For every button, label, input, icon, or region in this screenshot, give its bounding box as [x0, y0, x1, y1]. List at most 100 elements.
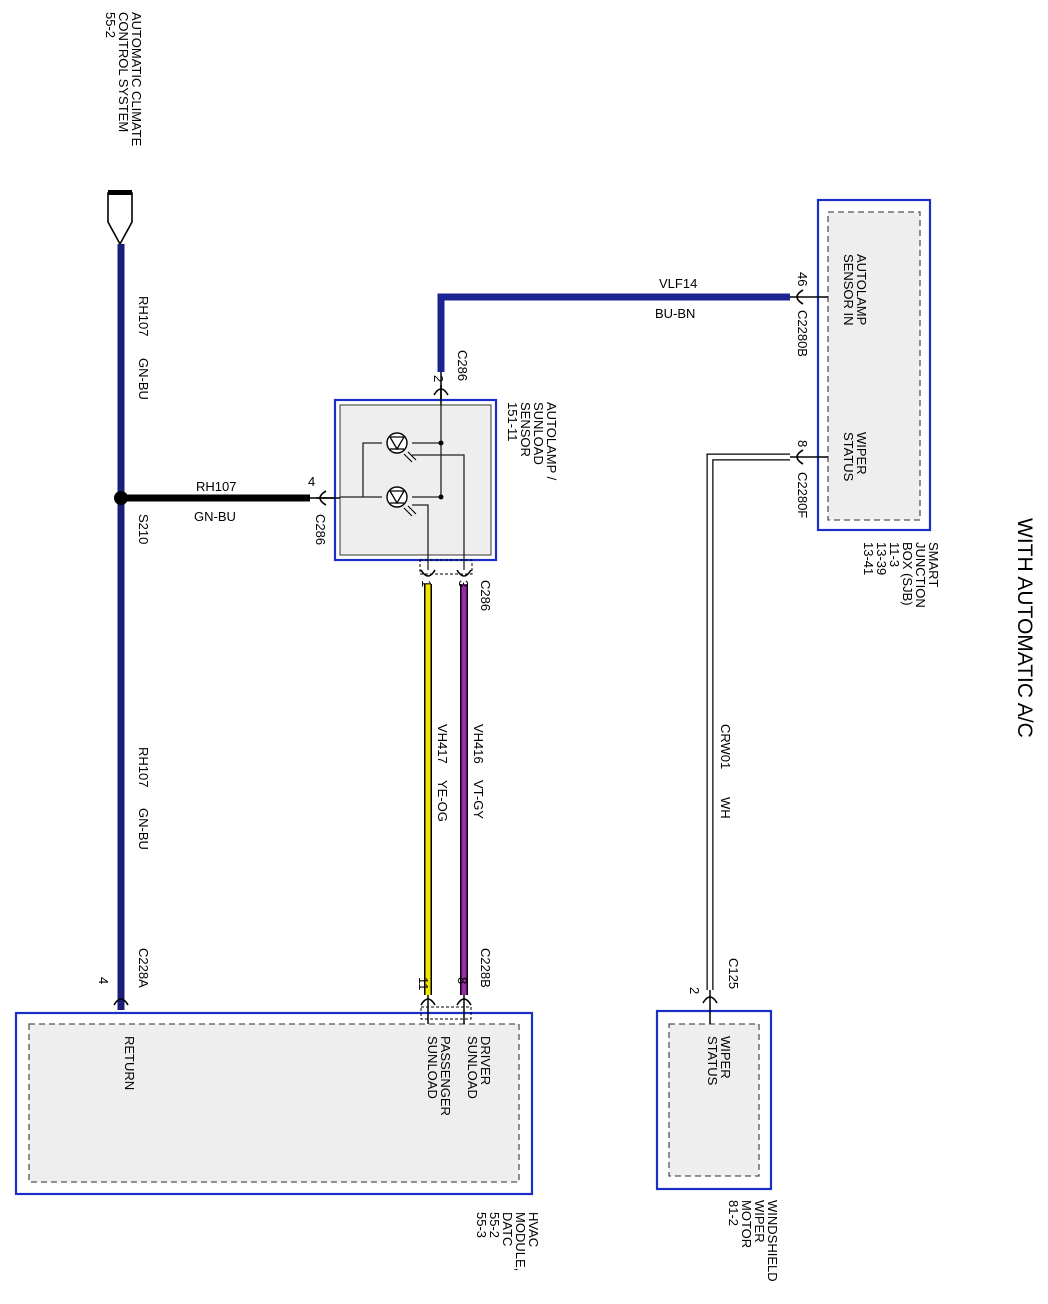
hvac-module: [14, 1011, 534, 1196]
wire-crw01-fill: [707, 454, 790, 990]
photodiode-icon: [386, 432, 417, 463]
sjb-module: [816, 198, 932, 532]
pin-label-sensor-1: 1: [419, 580, 434, 587]
connector-c228a-icon: [113, 998, 129, 1006]
connector-c228b-pin11-icon: [420, 998, 436, 1006]
hvac-label-line-5: 55-3: [474, 1212, 489, 1238]
hvac-connector-c228b: C228B: [478, 948, 493, 988]
wire-label-crw01-color: WH: [718, 797, 733, 819]
wire-label-vlf14-color: BU-BN: [655, 306, 695, 321]
wire-label-crw01-circuit: CRW01: [718, 724, 733, 769]
hvac-pin-driver-line-1: DRIVER: [478, 1036, 493, 1085]
wiper-pin-label-line-2: STATUS: [705, 1036, 720, 1086]
hvac-label-line-1: HVAC: [526, 1212, 541, 1247]
wire-label-rh107-top-circuit: RH107: [136, 296, 151, 336]
hvac-pin-passenger-line-2: SUNLOAD: [425, 1036, 440, 1099]
photodiode-icon: [386, 486, 417, 517]
sensor-internal-wire-pin3: [412, 454, 465, 570]
connector-c286-pin1-icon: [420, 569, 436, 577]
reference-arrow-cap: [108, 190, 132, 195]
connector-c286-pin2-icon: [433, 385, 449, 400]
sjb-pin-autolamp-number: 46: [795, 272, 810, 286]
sensor-connector-outline: [419, 559, 473, 575]
wiper-motor-label-line-1: WINDSHIELD: [765, 1200, 780, 1282]
hvac-pin-return-label: RETURN: [122, 1036, 137, 1090]
reference-label: AUTOMATIC CLIMATE CONTROL SYSTEM 55-2: [103, 12, 144, 147]
sjb-label-line-6: 13-41: [861, 542, 876, 575]
wire-label-rh107-branch-color: GN-BU: [194, 509, 236, 524]
autolamp-sunload-sensor: [333, 398, 498, 575]
sensor-label-line-4: 151-11: [505, 402, 520, 442]
hvac-connector-c228a: C228A: [136, 948, 151, 988]
wire-label-vh417-circuit: VH417: [435, 724, 450, 764]
sjb-label-line-2: JUNCTION: [913, 542, 928, 608]
wiper-motor-label-line-2: WIPER: [752, 1200, 767, 1243]
hvac-label-line-2: MODULE,: [513, 1212, 528, 1271]
sensor-label-line-3: SENSOR: [518, 402, 533, 457]
wire-label-vh417-color: YE-OG: [435, 780, 450, 822]
wire-label-rh107-top-color: GN-BU: [136, 358, 151, 400]
sensor-internal-wire-pin1: [412, 504, 429, 570]
diagram-title: WITH AUTOMATIC A/C: [1013, 518, 1036, 738]
wire-label-vh416-circuit: VH416: [471, 724, 486, 764]
wire-label-vlf14-circuit: VLF14: [659, 276, 697, 291]
splice-s210-dot: [114, 491, 128, 505]
sjb-pin-wiper-line-2: STATUS: [841, 432, 856, 482]
sensor-internal-wire-left: [362, 442, 382, 498]
hvac-pin-return-number: 4: [96, 977, 111, 984]
hvac-inner-box: [28, 1023, 520, 1183]
hvac-pin-driver-number: 8: [455, 977, 470, 984]
wire-label-rh107-branch-circuit: RH107: [196, 479, 236, 494]
sjb-label-line-1: SMART: [926, 542, 941, 587]
wiper-motor-label-line-3: MOTOR: [739, 1200, 754, 1248]
connector-c228b-outline: [420, 1006, 472, 1020]
splice-label: S210: [136, 514, 151, 544]
connector-c2280b-icon: [796, 289, 804, 305]
sjb-label-line-4: 11-3: [887, 542, 902, 567]
sjb-connector-c2280f: C2280F: [795, 472, 810, 518]
reference-line-1: AUTOMATIC CLIMATE: [129, 12, 144, 147]
connector-c286-pin3-icon: [456, 569, 472, 577]
wire-vlf14: [437, 293, 790, 372]
hvac-pin-driver-line-2: SUNLOAD: [465, 1036, 480, 1099]
wire-label-rh107-bottom-color: GN-BU: [136, 808, 151, 850]
sensor-label-line-2: SUNLOAD: [531, 402, 546, 465]
connector-c286-pin4-icon: [316, 490, 335, 506]
connector-c228b-pin8-icon: [456, 998, 472, 1006]
hvac-pin-passenger-line-1: PASSENGER: [438, 1036, 453, 1116]
connector-c125-icon: [702, 996, 718, 1004]
hvac-label-line-3: DATC: [500, 1212, 515, 1246]
hvac-pin-passenger-number: 11: [416, 977, 431, 991]
pin-label-sensor-2: 2: [431, 375, 446, 382]
sjb-pin-wiper-number: 8: [795, 440, 810, 447]
wiper-pin-label-line-1: WIPER: [718, 1036, 733, 1079]
wire-label-vh416-color: VT-GY: [471, 780, 486, 819]
sjb-connector-c2280b: C2280B: [795, 310, 810, 357]
reference-line-2: CONTROL SYSTEM: [116, 12, 131, 132]
connector-c2280f-icon: [796, 449, 804, 465]
sensor-inner-box: [339, 404, 492, 556]
connector-label-c286-bottom: C286: [478, 580, 493, 611]
connector-label-c286-top: C286: [455, 350, 470, 381]
wiper-motor-label-line-4: 81-2: [726, 1200, 741, 1226]
wire-label-rh107-bottom-circuit: RH107: [136, 747, 151, 787]
reference-arrow-icon: [107, 192, 133, 246]
sensor-junction-dot-2: [438, 494, 444, 500]
pin-label-sensor-3: 3: [456, 580, 471, 587]
sjb-inner-box: [827, 211, 921, 521]
reference-line-3: 55-2: [103, 12, 118, 38]
wiper-pin-number: 2: [687, 987, 702, 994]
connector-label-c286-left: C286: [313, 514, 328, 545]
wiper-motor-inner-box: [668, 1023, 760, 1177]
sjb-pin-autolamp-line-1: AUTOLAMP: [854, 254, 869, 325]
sjb-label-line-5: 13-39: [874, 542, 889, 575]
sensor-junction-dot: [438, 440, 444, 446]
sjb-pin-wiper-line-1: WIPER: [854, 432, 869, 475]
hvac-label-line-4: 55-2: [487, 1212, 502, 1238]
wiper-connector-c125: C125: [726, 958, 741, 989]
sjb-label-line-3: BOX (SJB): [900, 542, 915, 606]
sjb-pin-autolamp-line-2: SENSOR IN: [841, 254, 856, 326]
pin-label-sensor-4: 4: [308, 474, 315, 489]
sensor-label-line-1: AUTOLAMP /: [544, 402, 559, 481]
